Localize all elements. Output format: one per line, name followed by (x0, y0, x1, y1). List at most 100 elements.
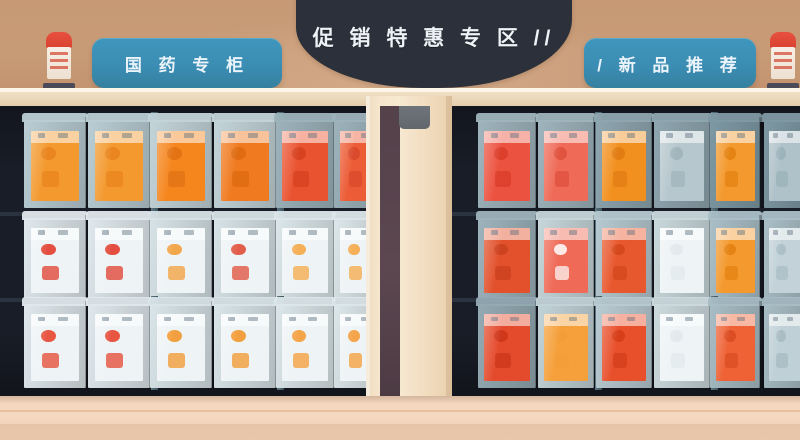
product-top-lip (274, 211, 336, 220)
bottle-label (774, 52, 792, 72)
pack-tick-left (608, 316, 616, 322)
product-pack (94, 130, 144, 201)
pack-tick-left (37, 316, 46, 322)
pack-tick-right (737, 230, 746, 236)
pack-logo-mark (669, 243, 683, 256)
product-box[interactable] (476, 113, 541, 208)
product-box[interactable] (274, 297, 339, 388)
product-box[interactable] (212, 297, 281, 388)
product-box[interactable] (274, 211, 339, 300)
product-box[interactable] (22, 113, 91, 208)
left-shelf-bay (0, 106, 366, 396)
product-box[interactable] (86, 113, 155, 208)
pack-tick-right (568, 230, 578, 236)
pack-header-band (156, 227, 206, 240)
ledge-bottle-left[interactable] (43, 32, 75, 89)
pack-graphic-mark (776, 265, 788, 281)
product-top-lip (332, 211, 366, 220)
product-box[interactable] (212, 113, 281, 208)
pillar-right-edge (446, 96, 452, 396)
bottle-label (50, 52, 68, 72)
pack-logo-mark (348, 147, 360, 161)
pack-graphic-mark (495, 171, 511, 187)
product-top-lip (652, 211, 712, 220)
product-box[interactable] (332, 113, 366, 208)
product-box[interactable] (148, 211, 217, 300)
pack-graphic-mark (495, 265, 511, 281)
product-box[interactable] (536, 297, 599, 388)
pack-gloss (715, 314, 731, 382)
product-box[interactable] (652, 113, 715, 208)
product-side-shadow (759, 117, 765, 208)
product-box[interactable] (148, 113, 217, 208)
product-pack (715, 314, 755, 382)
product-box[interactable] (762, 113, 800, 208)
product-top-lip (212, 211, 278, 220)
ledge-bottle-right[interactable] (767, 32, 799, 89)
product-box[interactable] (594, 297, 657, 388)
pack-tick-left (163, 230, 172, 236)
pack-logo-mark (348, 330, 360, 343)
product-pack (602, 130, 646, 201)
product-box[interactable] (22, 297, 91, 388)
product-box[interactable] (708, 211, 765, 300)
pack-tick-left (344, 316, 352, 322)
pack-header-band (484, 227, 530, 240)
pack-logo-mark (611, 147, 625, 161)
pack-tick-right (183, 133, 194, 139)
product-box[interactable] (536, 211, 599, 300)
product-box[interactable] (148, 297, 217, 388)
product-box[interactable] (476, 211, 541, 300)
product-pack (156, 227, 206, 294)
product-box[interactable] (274, 113, 339, 208)
right-category-sign-text: / 新 品 推 荐 (597, 55, 743, 75)
product-box[interactable] (86, 211, 155, 300)
product-box[interactable] (708, 297, 765, 388)
product-box[interactable] (652, 211, 715, 300)
pack-tick-right (57, 316, 68, 322)
pack-logo-mark (41, 147, 56, 161)
product-box[interactable] (536, 113, 599, 208)
pack-tick-left (490, 316, 498, 322)
pack-graphic-mark (232, 353, 249, 368)
bottle-body (771, 47, 795, 79)
pack-header-band (30, 227, 80, 240)
pack-tick-right (307, 316, 317, 322)
pack-logo-mark (105, 147, 120, 161)
pack-graphic-mark (168, 265, 185, 281)
pack-tick-left (37, 230, 46, 236)
product-box[interactable] (762, 211, 800, 300)
product-box[interactable] (476, 297, 541, 388)
pack-graphic-mark (670, 265, 686, 281)
right-category-sign[interactable]: / 新 品 推 荐 (584, 38, 756, 88)
product-pack (484, 130, 530, 201)
pack-graphic-mark (232, 265, 249, 281)
pack-logo-mark (105, 243, 120, 256)
product-box[interactable] (594, 211, 657, 300)
pack-graphic-mark (554, 171, 570, 187)
pack-header-band (660, 227, 704, 240)
product-box[interactable] (86, 297, 155, 388)
product-box[interactable] (332, 211, 366, 300)
product-pack (30, 130, 80, 201)
pack-gloss (484, 227, 502, 294)
pack-logo-mark (494, 330, 508, 343)
product-box[interactable] (652, 297, 715, 388)
product-box[interactable] (594, 113, 657, 208)
pack-gloss (715, 227, 731, 294)
pack-header-band (544, 227, 588, 240)
product-pack (220, 227, 270, 294)
product-box[interactable] (212, 211, 281, 300)
left-category-sign[interactable]: 国 药 专 柜 (92, 38, 282, 88)
product-top-lip (86, 211, 152, 220)
product-top-lip (476, 113, 538, 122)
pack-logo-mark (775, 147, 786, 161)
product-box[interactable] (762, 297, 800, 388)
pack-gloss (768, 130, 782, 201)
product-box[interactable] (708, 113, 765, 208)
product-pack (339, 314, 366, 382)
pack-gloss (220, 314, 240, 382)
pack-tick-left (227, 316, 236, 322)
product-box[interactable] (332, 297, 366, 388)
product-box[interactable] (22, 211, 91, 300)
